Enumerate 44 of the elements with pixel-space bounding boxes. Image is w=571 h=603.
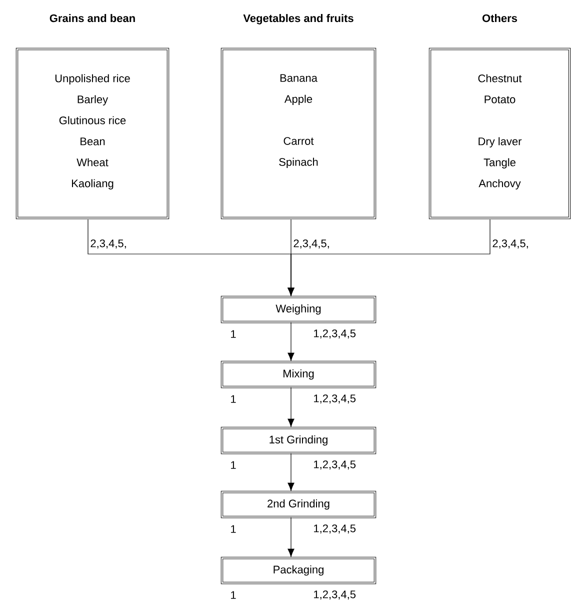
node-label: Banana <box>280 74 318 82</box>
node-label: Unpolished rice <box>55 74 130 84</box>
node-label: Dry laver <box>478 137 522 148</box>
step-numbers: 1 <box>231 330 236 338</box>
step-numbers: 2,3,4,5, <box>492 239 528 249</box>
ingredient-list: Banana Apple Carrot Spinach <box>279 74 318 168</box>
node-label: Bean <box>80 138 105 146</box>
column-heading: Others <box>482 14 518 22</box>
process-box: Mixing <box>220 360 376 388</box>
ingredient-list: Unpolished rice Barley Glutinous rice Bean Wheat Kaoliang <box>55 74 130 190</box>
process-box: 2nd Grinding <box>220 490 376 518</box>
node-label: Carrot <box>284 137 314 145</box>
arrow <box>288 219 490 296</box>
step-numbers: 1 <box>231 395 236 403</box>
node-label: Tangle <box>484 158 516 168</box>
column-heading: Grains and bean <box>50 14 135 22</box>
arrow <box>288 516 294 557</box>
column-heading: Vegetables and fruits <box>243 14 354 24</box>
arrow <box>288 322 294 361</box>
step-numbers: 1,2,3,4,5 <box>314 524 356 534</box>
node-label: Apple <box>284 94 312 106</box>
node-label: Spinach <box>279 158 318 168</box>
node-label: Chestnut <box>478 74 522 82</box>
step-numbers: 1,2,3,4,5 <box>314 394 356 404</box>
step-numbers: 2,3,4,5, <box>90 239 126 249</box>
step-numbers: 1 <box>231 461 236 469</box>
arrow <box>288 386 294 427</box>
process-box: Weighing <box>220 296 376 324</box>
node-label: Wheat <box>76 158 108 166</box>
step-numbers: 1,2,3,4,5 <box>314 329 356 339</box>
step-numbers: 1 <box>231 591 236 599</box>
step-numbers: 2,3,4,5, <box>294 239 329 249</box>
step-numbers: 1,2,3,4,5 <box>314 590 356 600</box>
node-label: Kaoliang <box>72 179 114 190</box>
node-label: Glutinous rice <box>59 116 126 124</box>
node-label: Potato <box>484 96 516 104</box>
step-numbers: 1,2,3,4,5 <box>314 460 356 470</box>
node-label: Barley <box>78 95 108 106</box>
arrow <box>288 452 294 491</box>
ingredient-list: Chestnut Potato Dry laver Tangle Anchovy <box>478 74 522 190</box>
process-box: 1st Grinding <box>220 426 376 454</box>
node-label: Anchovy <box>478 179 521 190</box>
process-box: Packaging <box>220 556 376 584</box>
step-numbers: 1 <box>231 525 236 533</box>
